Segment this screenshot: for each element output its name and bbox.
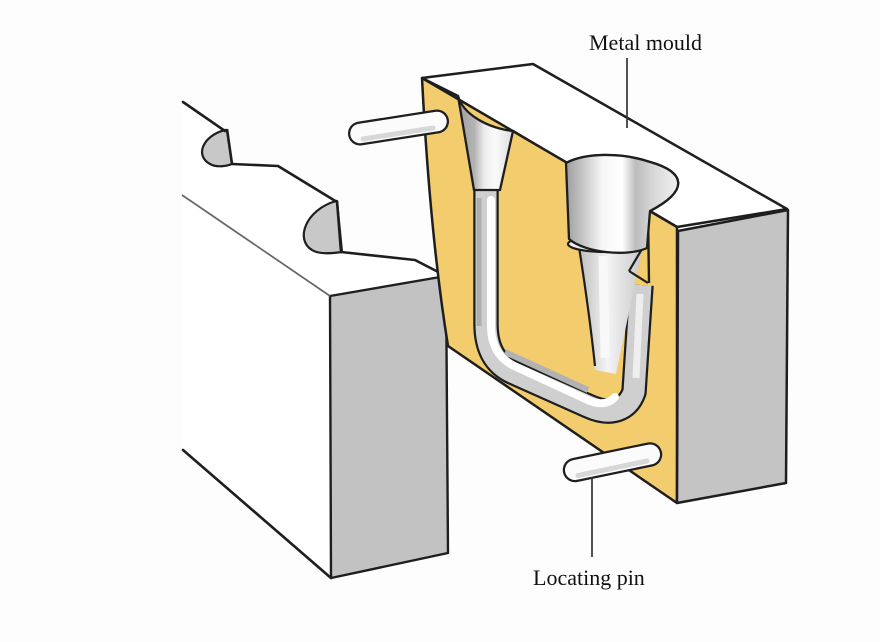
sprue-funnel [456, 94, 515, 192]
mating-recess-large [302, 199, 344, 255]
left-half-recess-cut-edge-1 [225, 128, 234, 165]
riser-tube-left-edge [577, 246, 597, 367]
riser-tube-right-edge [628, 248, 643, 272]
channel-shadow-diagonal [503, 349, 590, 393]
bottom-pin-shade [575, 458, 650, 478]
right-half-side-face [675, 208, 790, 505]
runner-channel [475, 191, 652, 422]
mating-recess-small [201, 128, 234, 168]
left-half-parting-edge-right [340, 250, 447, 278]
top-pin-body [350, 111, 447, 144]
section-step-ledge [628, 270, 649, 284]
bottom-pin-body [565, 444, 660, 480]
left-half-side-face [328, 274, 450, 580]
top-pin-shade [360, 125, 436, 142]
left-half-parting-edge [181, 100, 227, 133]
channel-highlight [487, 196, 619, 408]
left-half-top-front-ridge [181, 194, 331, 297]
riser-arm-highlight [632, 293, 644, 379]
locating-pin-label: Locating pin [533, 565, 645, 590]
left-half-front-face [182, 195, 331, 578]
left-half-recess-cut-edge-2 [335, 200, 343, 253]
left-half-top-face [182, 102, 446, 296]
left-half-bottom-edge [181, 448, 333, 580]
riser-funnel [564, 153, 680, 254]
left-half-parting-edge-mid [231, 162, 338, 204]
riser-tube [579, 248, 642, 374]
riser-tube-highlight [598, 255, 610, 359]
metal-mould-label: Metal mould [589, 30, 702, 55]
right-mould-half [420, 62, 790, 505]
left-mould-half [181, 100, 450, 580]
top-locating-pin [348, 109, 449, 146]
bottom-locating-pin [562, 442, 663, 483]
